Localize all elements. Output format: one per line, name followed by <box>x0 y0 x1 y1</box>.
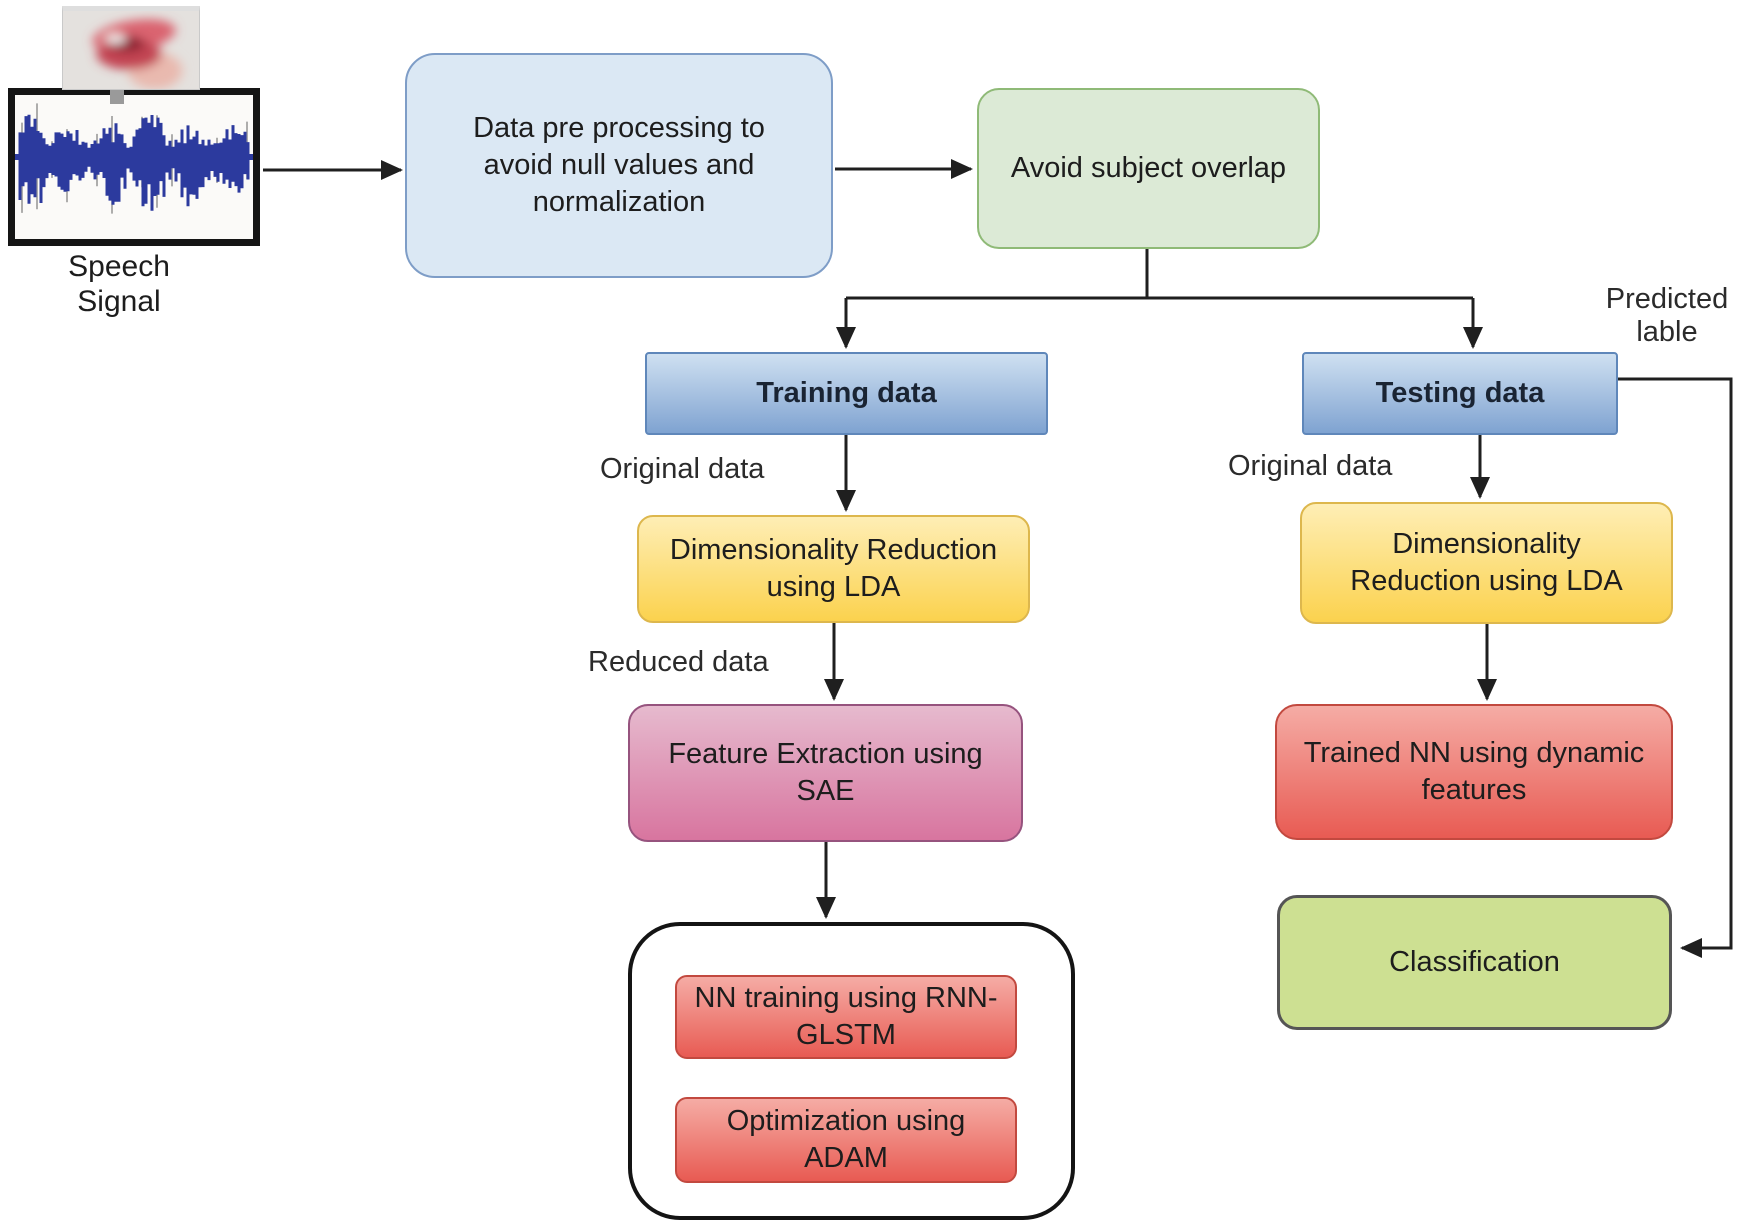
node-testing-data: Testing data <box>1302 352 1618 435</box>
speech-signal-label: Speech Signal <box>68 250 170 318</box>
mouth-photo-image <box>63 11 199 89</box>
node-lda-training: Dimensionality Reduction using LDA <box>637 515 1030 623</box>
node-avoid-subject-overlap: Avoid subject overlap <box>977 88 1320 249</box>
node-classification: Classification <box>1277 895 1672 1030</box>
speech-waveform <box>8 88 260 246</box>
frame-connector-tab <box>110 90 124 104</box>
label-reduced-data: Reduced data <box>588 646 769 678</box>
node-preprocessing: Data pre processing to avoid null values… <box>405 53 833 278</box>
edge-predicted-label <box>1618 377 1733 958</box>
waveform-path <box>18 114 250 211</box>
label-original-data-training: Original data <box>600 453 765 485</box>
node-lda-testing: Dimensionality Reduction using LDA <box>1300 502 1673 624</box>
node-optimization-adam: Optimization using ADAM <box>675 1097 1017 1183</box>
label-original-data-testing: Original data <box>1228 450 1393 482</box>
waveform-plot <box>15 103 253 214</box>
node-nn-training-rnn-glstm: NN training using RNN-GLSTM <box>675 975 1017 1059</box>
node-training-data: Training data <box>645 352 1048 435</box>
node-trained-nn: Trained NN using dynamic features <box>1275 704 1673 840</box>
mouth-photo <box>62 6 200 90</box>
label-predicted-lable: Predicted lable <box>1605 283 1729 349</box>
node-feature-extraction-sae: Feature Extraction using SAE <box>628 704 1023 842</box>
